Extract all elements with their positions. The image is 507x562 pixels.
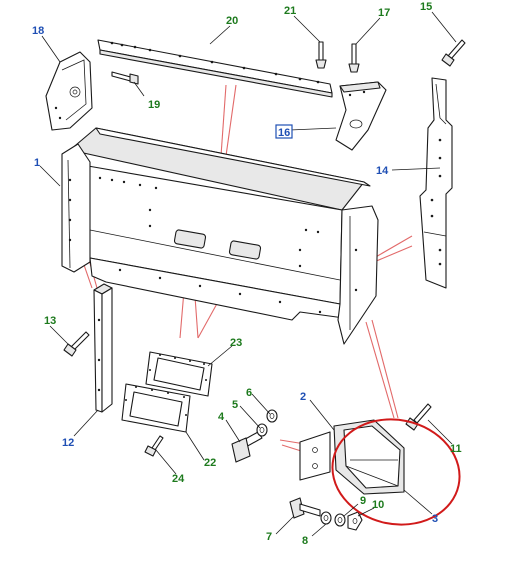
part-3-support-bracket — [333, 419, 405, 495]
callout-4: 4 — [218, 411, 225, 423]
callout-22: 22 — [204, 457, 216, 469]
part-16-right-bracket — [335, 81, 387, 151]
callout-21: 21 — [284, 5, 296, 17]
part-2-bracket — [299, 431, 331, 481]
part-11-bolt — [405, 403, 432, 431]
part-21-bolt — [315, 41, 327, 69]
callout-12: 12 — [62, 437, 74, 449]
part-20-top-rail — [97, 39, 333, 98]
highlight-ellipse — [331, 418, 461, 526]
callout-16-box — [275, 124, 293, 139]
callout-10: 10 — [372, 499, 384, 511]
part-24-screw — [144, 435, 164, 457]
callout-13: 13 — [44, 315, 56, 327]
callout-5: 5 — [232, 399, 238, 411]
part-4-bolt — [231, 431, 263, 463]
callout-17: 17 — [378, 7, 390, 19]
callout-19: 19 — [148, 99, 160, 111]
callout-7: 7 — [266, 531, 272, 543]
part-18-left-gusset — [45, 51, 93, 131]
part-13-bolt — [63, 331, 90, 357]
part-15-bolt — [441, 39, 466, 67]
callout-24: 24 — [172, 473, 185, 485]
callout-23: 23 — [230, 337, 242, 349]
callout-14: 14 — [376, 165, 389, 177]
callout-11: 11 — [450, 443, 462, 455]
part-1-main-panel — [61, 127, 379, 345]
callout-8: 8 — [302, 535, 308, 547]
callout-20: 20 — [226, 15, 238, 27]
part-7-bolt — [289, 497, 321, 519]
callout-1: 1 — [34, 157, 40, 169]
part-9-washer — [334, 513, 346, 527]
part-23-gasket — [145, 351, 213, 397]
callout-18: 18 — [32, 25, 44, 37]
part-17-bolt — [348, 43, 360, 73]
callout-15: 15 — [420, 1, 432, 13]
callout-6: 6 — [246, 387, 252, 399]
part-12-vertical-strip — [93, 283, 113, 413]
part-22-gasket — [121, 383, 191, 433]
callout-2: 2 — [300, 391, 306, 403]
leader-lines — [39, 11, 457, 537]
callout-3: 3 — [432, 513, 438, 525]
callout-9: 9 — [360, 495, 366, 507]
part-14-right-side-panel — [419, 77, 453, 289]
callout-16: 16 — [278, 127, 290, 139]
part-10-nut — [347, 511, 363, 531]
part-8-washer — [320, 511, 332, 525]
callout-labels: 18 19 20 21 17 15 16 14 1 13 12 23 22 24… — [32, 1, 462, 547]
